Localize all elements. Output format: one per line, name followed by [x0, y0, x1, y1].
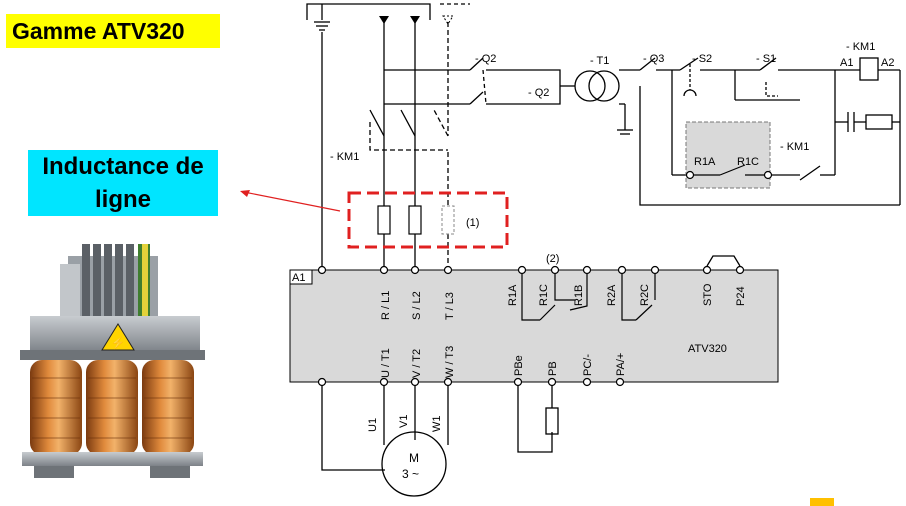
label-t1: - T1 [590, 55, 609, 67]
terminal-pb: PB [547, 361, 559, 376]
terminal-s-l2: S / L2 [411, 291, 423, 320]
inductance-label: Inductance de ligne [42, 153, 204, 213]
label-km1-aux: - KM1 [780, 141, 809, 153]
terminal-pbe: PBe [513, 355, 525, 376]
label-note1: (1) [466, 217, 479, 229]
motor-lead-v1: V1 [398, 415, 410, 428]
motor-lead-w1: W1 [431, 416, 443, 433]
corner-marker [810, 498, 834, 506]
label-note2: (2) [546, 253, 559, 265]
inductance-label-highlight [28, 150, 218, 216]
line-inductance-highlight [347, 191, 509, 249]
terminal-sto: STO [702, 283, 714, 306]
label-km1-main: - KM1 [330, 151, 359, 163]
label-s1: - S1 [756, 53, 776, 65]
label-km1-coil: - KM1 [846, 41, 875, 53]
label-q3: - Q3 [643, 53, 664, 65]
terminal-w-t3: W / T3 [444, 346, 456, 378]
terminal-v-t2: V / T2 [411, 349, 423, 378]
line-inductor-image: ⚡ [20, 244, 205, 478]
terminal-r1a: R1A [507, 284, 519, 306]
label-motor-phase: 3 ~ [402, 467, 419, 481]
terminal-p24: P24 [735, 286, 747, 306]
label-s2: - S2 [692, 53, 712, 65]
label-motor-m: M [409, 451, 419, 465]
terminal-r2c: R2C [639, 284, 651, 306]
title-highlight [6, 14, 220, 48]
label-a1-drive: A1 [292, 272, 305, 284]
label-q2-top: - Q2 [475, 53, 496, 65]
terminal-u-t1: U / T1 [380, 348, 392, 378]
svg-text:⚡: ⚡ [111, 336, 126, 350]
label-q2-mid: - Q2 [528, 87, 549, 99]
terminal-pc: PC/- [582, 354, 594, 376]
label-drive-name: ATV320 [688, 343, 727, 355]
terminal-t-l3: T / L3 [444, 292, 456, 320]
terminal-r1c: R1C [538, 284, 550, 306]
terminal-r2a: R2A [606, 284, 618, 306]
label-a2-coil: A2 [881, 57, 894, 69]
label-r1c-aux: R1C [737, 156, 759, 168]
terminal-r-l1: R / L1 [380, 291, 392, 320]
page-title: Gamme ATV320 [12, 18, 185, 44]
label-r1a-aux: R1A [694, 156, 716, 168]
label-a1-coil: A1 [840, 57, 853, 69]
terminal-r1b: R1B [573, 285, 585, 306]
motor-lead-u1: U1 [367, 418, 379, 432]
terminal-pa: PA/+ [615, 353, 627, 376]
